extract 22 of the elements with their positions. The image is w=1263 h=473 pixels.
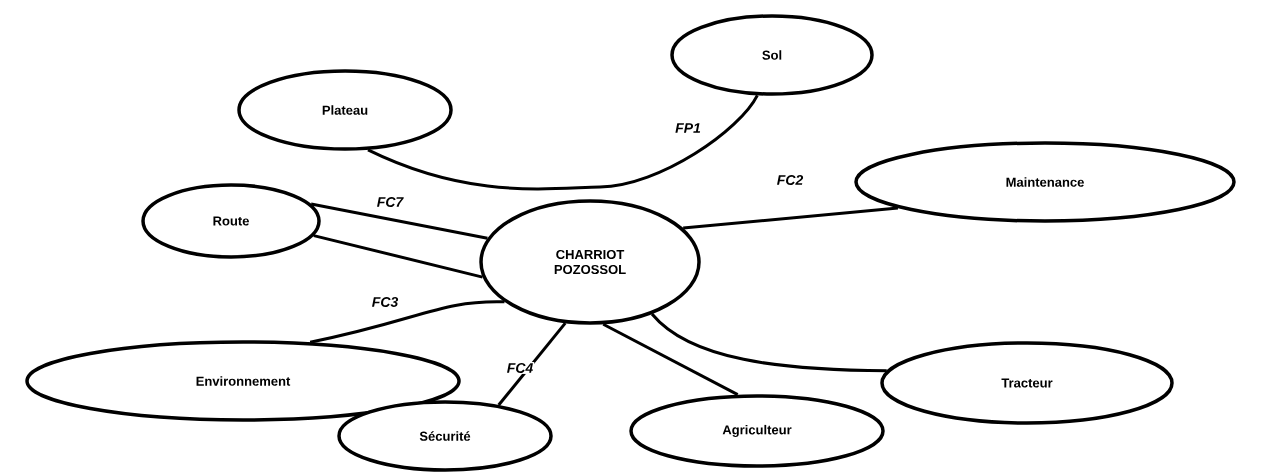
ellipse-node: Sol	[670, 14, 874, 96]
edge-label: FC2	[775, 174, 805, 186]
connector-line	[497, 322, 567, 406]
ellipse-node: Tracteur	[880, 341, 1174, 425]
edge-label: FP1	[674, 122, 702, 134]
connector-line	[313, 234, 483, 279]
ellipse-node: Agriculteur	[629, 394, 885, 468]
node-label: Sécurité	[419, 431, 471, 441]
ellipse-node: Sécurité	[337, 400, 553, 472]
edge-label: FC7	[375, 196, 405, 208]
connector-line	[650, 312, 887, 373]
ellipse-node: Plateau	[237, 69, 453, 151]
ellipse-node: CHARRIOT POZOSSOL	[479, 199, 701, 325]
connector-line	[602, 322, 739, 396]
ellipse-node: Route	[141, 183, 321, 259]
connector-line	[310, 202, 488, 240]
connector-line	[367, 94, 759, 191]
edge-label: FC4	[505, 362, 535, 374]
edge-label: FC3	[370, 296, 400, 308]
connector-line	[309, 300, 505, 344]
ellipse-node: Maintenance	[854, 141, 1236, 223]
connector-line	[683, 206, 899, 230]
